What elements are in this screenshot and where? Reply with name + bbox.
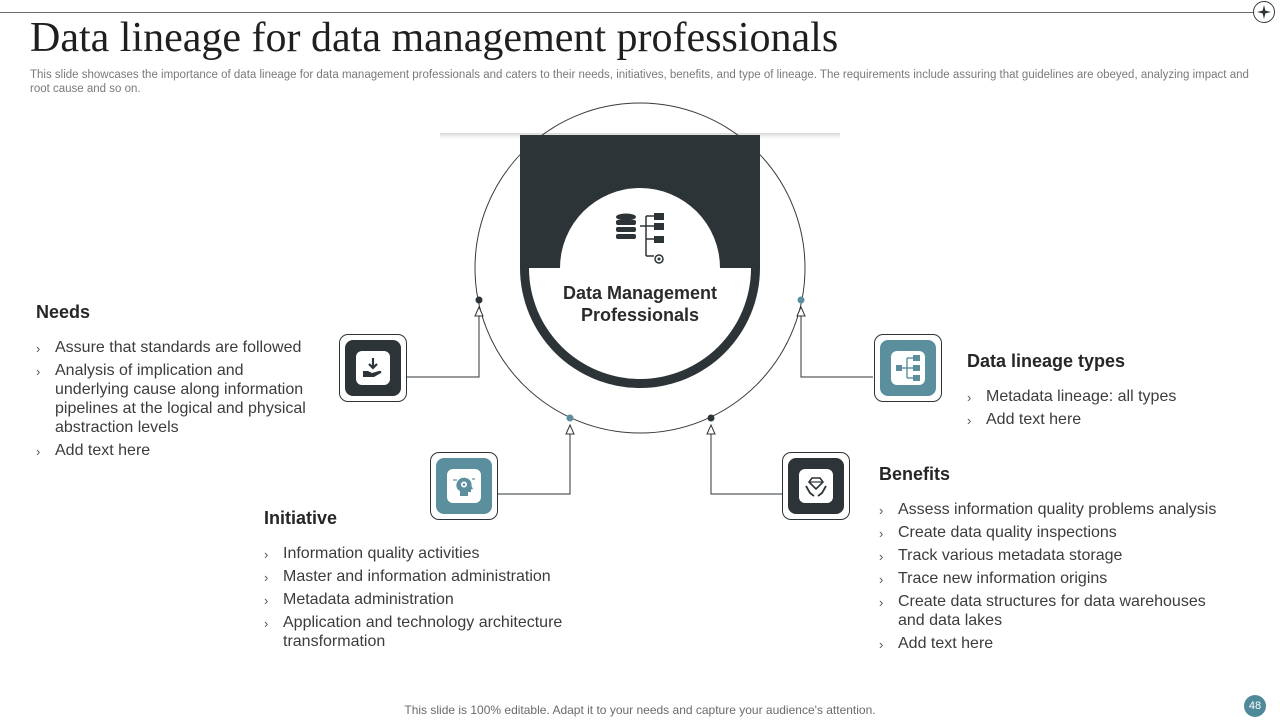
initiative-connector bbox=[498, 423, 575, 495]
database-hierarchy-icon bbox=[616, 213, 664, 264]
needs-icon-box bbox=[339, 334, 407, 402]
lineage-types-ring-dot bbox=[797, 296, 805, 304]
benefits-heading: Benefits bbox=[879, 464, 951, 484]
outer-ring bbox=[474, 102, 806, 434]
list-item: Master and information administration bbox=[264, 567, 584, 587]
list-item: Add text here bbox=[879, 634, 1224, 654]
page-number-badge: 48 bbox=[1244, 695, 1266, 717]
lineage-types-list: Metadata lineage: all types Add text her… bbox=[967, 387, 1247, 433]
list-item: Assess information quality problems anal… bbox=[879, 500, 1224, 520]
initiative-ring-dot bbox=[566, 414, 574, 422]
list-item: Metadata administration bbox=[264, 590, 584, 610]
center-disc bbox=[560, 188, 720, 348]
needs-list: Assure that standards are followed Analy… bbox=[36, 338, 306, 464]
list-item: Create data structures for data warehous… bbox=[879, 592, 1224, 630]
lineage-types-icon-box bbox=[874, 334, 942, 402]
list-item: Create data quality inspections bbox=[879, 523, 1224, 543]
hand-download-icon bbox=[356, 351, 390, 385]
benefits-icon-box bbox=[782, 452, 850, 520]
head-gear-icon bbox=[447, 469, 481, 503]
page-title: Data lineage for data management profess… bbox=[30, 15, 839, 61]
compass-star-icon bbox=[1253, 1, 1275, 23]
list-item: Trace new information origins bbox=[879, 569, 1224, 589]
initiative-list: Information quality activities Master an… bbox=[264, 544, 584, 655]
list-item: Add text here bbox=[36, 441, 306, 461]
benefits-connector bbox=[706, 423, 782, 495]
list-item: Track various metadata storage bbox=[879, 546, 1224, 566]
lineage-types-connector bbox=[796, 305, 873, 378]
initiative-icon-box bbox=[430, 452, 498, 520]
needs-connector bbox=[407, 305, 484, 378]
benefits-ring-dot bbox=[707, 414, 715, 422]
list-item: Assure that standards are followed bbox=[36, 338, 306, 358]
needs-heading: Needs bbox=[36, 302, 91, 322]
initiative-heading: Initiative bbox=[264, 508, 338, 528]
page-subtitle: This slide showcases the importance of d… bbox=[30, 69, 1249, 95]
center-label: Data Management Professionals bbox=[562, 283, 718, 325]
footer-note: This slide is 100% editable. Adapt it to… bbox=[404, 703, 876, 717]
list-item: Add text here bbox=[967, 410, 1247, 430]
lineage-types-heading: Data lineage types bbox=[967, 351, 1126, 371]
needs-ring-dot bbox=[475, 296, 483, 304]
hands-diamond-icon bbox=[799, 469, 833, 503]
list-item: Metadata lineage: all types bbox=[967, 387, 1247, 407]
hierarchy-flow-icon bbox=[891, 351, 925, 385]
list-item: Analysis of implication and underlying c… bbox=[36, 361, 306, 437]
list-item: Application and technology architecture … bbox=[264, 613, 584, 651]
list-item: Information quality activities bbox=[264, 544, 584, 564]
top-rule bbox=[0, 12, 1256, 13]
benefits-list: Assess information quality problems anal… bbox=[879, 500, 1224, 657]
